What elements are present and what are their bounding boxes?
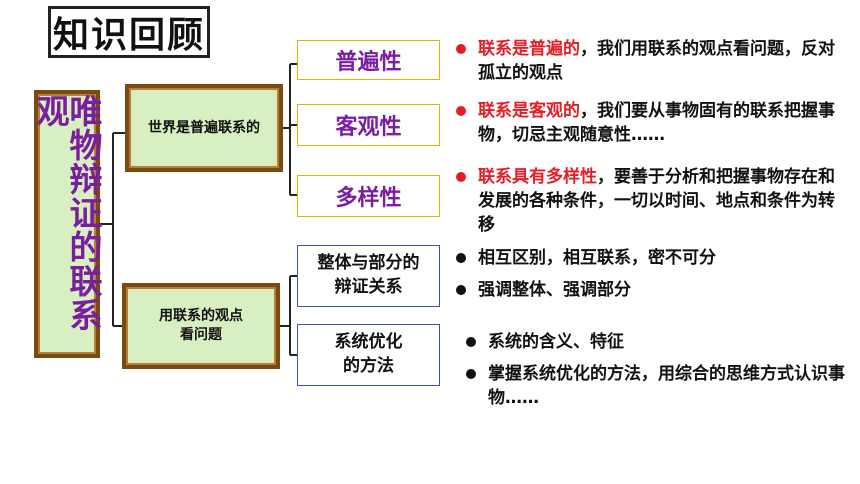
node-whole-part: 整体与部分的 辩证关系 [297, 245, 440, 307]
node-diversity: 多样性 [297, 175, 440, 217]
bullet-dot-icon [456, 285, 466, 295]
point-text: 系统的含义、特征 [488, 332, 624, 352]
branch-view-label-line: 用联系的观点 [159, 308, 243, 325]
branch-world-label: 世界是普遍联系的 [148, 119, 260, 136]
bullet-dot-icon [456, 253, 466, 263]
point-item: 掌握系统优化的方法，用综合的思维方式认识事物…… [466, 362, 851, 410]
points-system: 系统的含义、特征 掌握系统优化的方法，用综合的思维方式认识事物…… [466, 330, 851, 410]
point-item: 强调整体、强调部分 [456, 278, 846, 302]
node-objectivity-label: 客观性 [335, 115, 402, 140]
node-universality-label: 普遍性 [335, 50, 402, 75]
bullet-dot-icon [456, 172, 466, 182]
points-whole-part: 相互区别，相互联系，密不可分 强调整体、强调部分 [456, 246, 846, 302]
branch-view-label-line: 看问题 [180, 327, 222, 343]
point-text: 强调整体、强调部分 [478, 280, 631, 300]
bullet-dot-icon [456, 106, 466, 116]
node-system-line: 系统优化 [334, 332, 403, 353]
desc-text: ，要善于分析和把握事物存在和发展的各种条件，一切以时间、地点和条件为转移 [478, 167, 835, 235]
point-text: 掌握系统优化的方法，用综合的思维方式认识事物…… [488, 364, 845, 408]
branch-view-label: 用联系的观点 看问题 [159, 307, 243, 345]
node-whole-part-line: 辩证关系 [334, 277, 403, 297]
point-text: 相互区别，相互联系，密不可分 [478, 248, 716, 268]
desc-objectivity: 联系是客观的，我们要从事物固有的联系把握事物，切忌主观随意性…… [456, 99, 846, 147]
desc-highlight: 联系是客观的 [478, 101, 580, 121]
node-system-optimization: 系统优化 的方法 [297, 324, 440, 386]
desc-highlight: 联系是普遍的 [478, 39, 580, 59]
node-objectivity: 客观性 [297, 104, 440, 146]
node-diversity-label: 多样性 [335, 186, 402, 211]
root-node: 唯物辩证的联系观 [31, 90, 103, 358]
bullet-dot-icon [466, 337, 476, 347]
bullet-dot-icon [466, 369, 476, 379]
bullet-dot-icon [456, 44, 466, 54]
node-universality: 普遍性 [297, 40, 440, 80]
desc-highlight: 联系具有多样性 [478, 167, 597, 187]
node-system-line: 的方法 [343, 356, 394, 376]
desc-text: ，我们要从事物固有的联系把握事物，切忌主观随意性…… [478, 101, 835, 145]
node-whole-part-line: 整体与部分的 [317, 253, 420, 274]
branch-view-node: 用联系的观点 看问题 [122, 283, 280, 369]
desc-diversity: 联系具有多样性，要善于分析和把握事物存在和发展的各种条件，一切以时间、地点和条件… [456, 165, 846, 237]
root-label: 唯物辩证的联系观 [31, 94, 103, 332]
point-item: 系统的含义、特征 [466, 330, 851, 354]
desc-text: ，我们用联系的观点看问题，反对孤立的观点 [478, 39, 835, 83]
branch-world-node: 世界是普遍联系的 [125, 84, 283, 172]
page-title: 知识回顾 [48, 6, 210, 58]
point-item: 相互区别，相互联系，密不可分 [456, 246, 846, 270]
desc-universality: 联系是普遍的，我们用联系的观点看问题，反对孤立的观点 [456, 37, 846, 85]
